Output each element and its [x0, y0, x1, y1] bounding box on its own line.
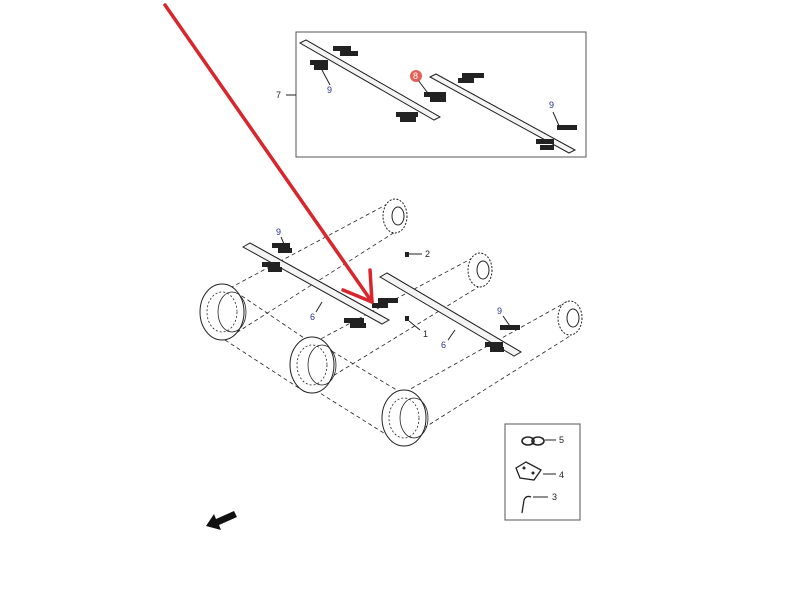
sprocket-rear-middle [467, 252, 493, 288]
chain-left-bottom [344, 318, 366, 328]
callout-9-detail-right: 9 [549, 100, 554, 110]
chain-right-top [372, 298, 398, 308]
roller-front-middle [289, 336, 337, 394]
highlight-circle-8 [410, 70, 422, 82]
detail-chain-mid [424, 92, 446, 102]
callout-6-left: 6 [310, 312, 315, 322]
chain-link-icon [521, 436, 545, 446]
callout-4: 4 [559, 470, 564, 480]
chain-right-mid [500, 325, 520, 330]
detail-chain-upper-right [458, 73, 484, 83]
callout-9-main-left: 9 [276, 227, 281, 237]
sprocket-rear-left [382, 198, 408, 234]
legend-box: 5 4 3 [504, 423, 581, 521]
callout-9-main-right: 9 [497, 306, 502, 316]
callout-2: 2 [425, 249, 430, 259]
detail-chain-lower-right [536, 125, 577, 150]
bolt-part-1 [405, 316, 409, 321]
detail-chain-mid-left [310, 60, 328, 70]
roller-front-right [381, 389, 429, 447]
slat-bar-left [241, 242, 391, 328]
sprocket-rear-right [557, 300, 583, 336]
detail-chain-upper-left [333, 46, 358, 56]
pin-icon [521, 495, 532, 514]
roller-front-left [199, 283, 247, 341]
chain-left-lower [262, 262, 282, 272]
callout-5: 5 [559, 435, 564, 445]
belt-outlines [224, 199, 571, 444]
callout-8: 8 [413, 71, 418, 81]
callout-9-detail-left: 9 [327, 85, 332, 95]
detail-rail-right [424, 73, 577, 154]
callout-6-right: 6 [441, 340, 446, 350]
main-assembly: 9 9 2 1 6 6 [199, 198, 583, 447]
callout-3: 3 [552, 492, 557, 502]
detail-rail-left [298, 39, 442, 122]
red-arrow-icon [163, 3, 374, 304]
direction-arrow-icon [206, 511, 237, 530]
detail-box: 7 8 9 9 [276, 31, 587, 158]
slat-bar-right [372, 272, 522, 357]
attachment-bracket-icon [515, 461, 542, 481]
callout-1: 1 [423, 329, 428, 339]
detail-chain-lower-left [396, 112, 418, 122]
chain-left-top [272, 243, 292, 253]
callout-7: 7 [276, 90, 281, 100]
chain-right-bottom [485, 342, 504, 352]
bolt-part-2 [405, 252, 409, 257]
